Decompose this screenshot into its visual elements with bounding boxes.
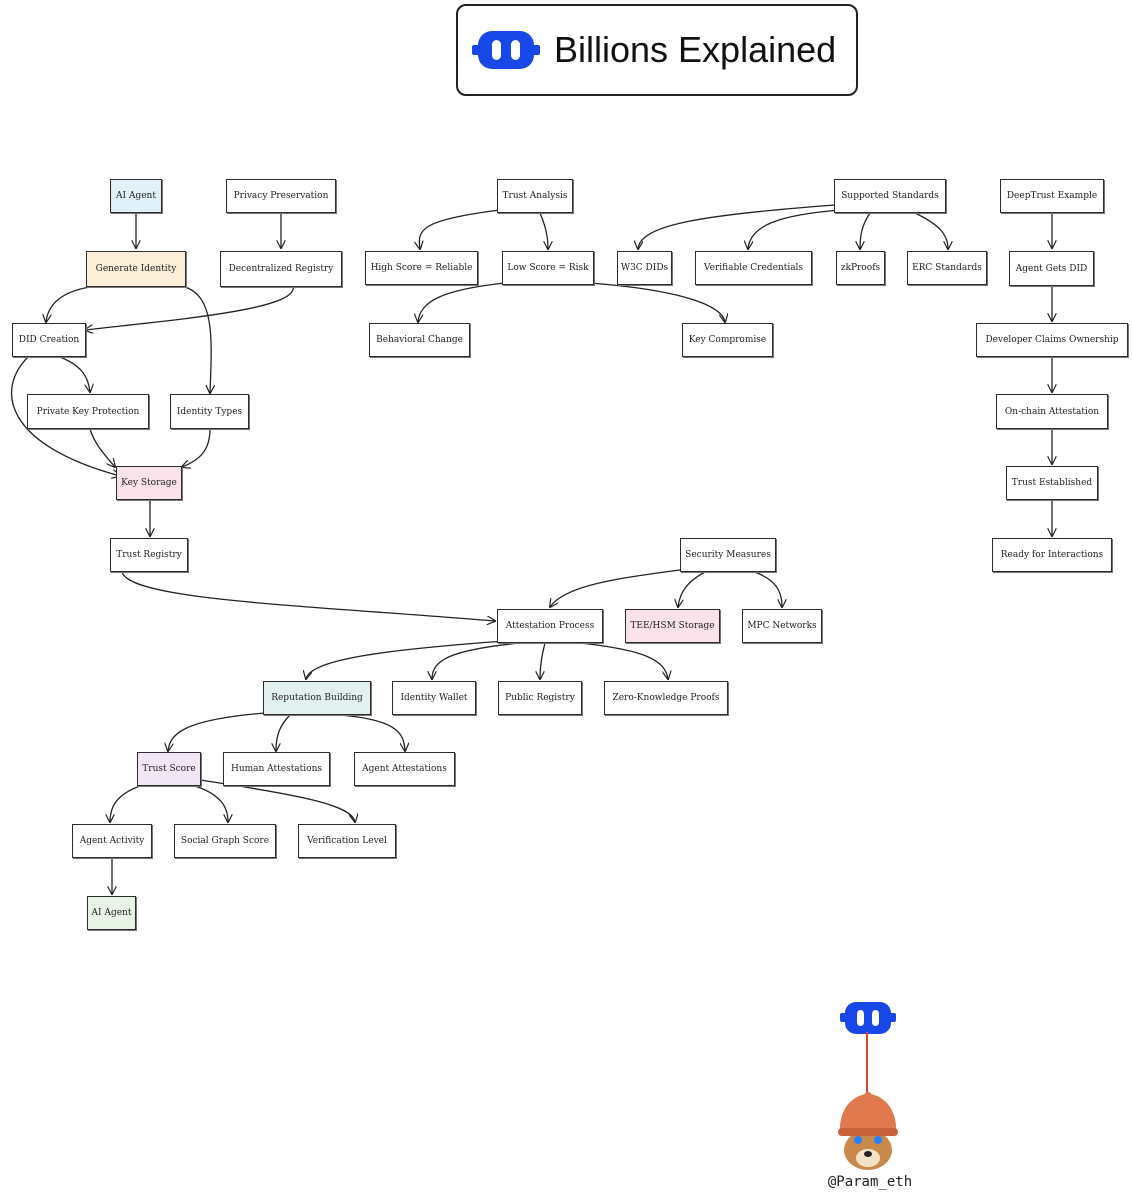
node-high-score: High Score = Reliable (365, 251, 478, 285)
node-human-attestations: Human Attestations (223, 752, 330, 786)
edge-generate-identity-identity-types (184, 286, 211, 393)
node-zero-knowledge-proofs: Zero-Knowledge Proofs (604, 681, 728, 715)
node-verifiable-credentials: Verifiable Credentials (695, 251, 812, 285)
dog-avatar-icon (838, 1092, 898, 1170)
node-identity-types: Identity Types (170, 394, 249, 429)
edge-trust-registry-attestation (121, 571, 495, 621)
edge-identity-types-key-storage (182, 428, 211, 467)
node-social-graph-score: Social Graph Score (174, 824, 276, 858)
edge-reputation-agent (339, 714, 405, 751)
node-verification-level: Verification Level (298, 824, 396, 858)
edge-reputation-trust-score (168, 712, 266, 751)
node-low-score: Low Score = Risk (502, 251, 594, 285)
node-security-measures: Security Measures (680, 538, 776, 572)
node-private-key-protection: Private Key Protection (27, 394, 149, 429)
node-deeptrust-example: DeepTrust Example (1000, 179, 1104, 213)
author-handle: @Param_eth (827, 1174, 913, 1190)
robot-logo-icon (472, 31, 540, 69)
node-tee-hsm-storage: TEE/HSM Storage (625, 609, 720, 643)
node-ai-agent: AI Agent (110, 179, 162, 213)
robot-logo-icon (840, 1002, 896, 1034)
edge-trust-score-activity (110, 785, 141, 822)
node-trust-score: Trust Score (137, 752, 201, 786)
edge-trust-analysis-high-score (419, 209, 501, 249)
edge-standards-w3c (638, 204, 836, 249)
edge-attestation-zkp (579, 642, 668, 679)
node-erc-standards: ERC Standards (907, 251, 987, 285)
edge-trust-score-verification (199, 779, 355, 822)
node-agent-activity: Agent Activity (72, 824, 152, 858)
node-ready-for-interactions: Ready for Interactions (992, 538, 1112, 572)
node-agent-gets-did: Agent Gets DID (1009, 251, 1094, 286)
edge-security-tee (678, 571, 706, 607)
node-mpc-networks: MPC Networks (742, 609, 822, 643)
edge-security-mpc (754, 571, 782, 607)
node-reputation-building: Reputation Building (263, 681, 371, 715)
edge-attestation-reputation (306, 640, 506, 679)
node-ai-agent-end: AI Agent (87, 896, 136, 930)
edge-did-creation-key-storage (10, 356, 120, 476)
node-trust-established: Trust Established (1006, 466, 1098, 500)
node-w3c-dids: W3C DIDs (617, 251, 672, 285)
edge-private-key-key-storage (89, 428, 115, 467)
node-onchain-attestation: On-chain Attestation (996, 394, 1108, 429)
edge-low-score-key-compromise (589, 282, 725, 322)
title-box: Billions Explained (456, 4, 858, 96)
edge-standards-zkproofs (860, 212, 871, 249)
node-trust-registry: Trust Registry (110, 538, 188, 572)
node-did-creation: DID Creation (12, 323, 86, 357)
edge-standards-vc (748, 209, 841, 249)
edge-generate-identity-did-creation (46, 286, 91, 322)
node-key-storage: Key Storage (116, 466, 182, 500)
node-key-compromise: Key Compromise (682, 323, 773, 357)
node-supported-standards: Supported Standards (834, 179, 946, 213)
node-zkproofs: zkProofs (836, 251, 885, 285)
edge-attestation-public-registry (540, 642, 546, 679)
edge-trust-analysis-low-score (539, 212, 548, 249)
edge-trust-score-social (194, 785, 228, 822)
edge-attestation-identity-wallet (432, 642, 521, 679)
node-behavioral-change: Behavioral Change (369, 323, 470, 357)
node-privacy-preservation: Privacy Preservation (226, 179, 336, 213)
edge-standards-erc (914, 212, 948, 249)
node-decentralized-registry: Decentralized Registry (220, 251, 342, 287)
node-public-registry: Public Registry (498, 681, 582, 715)
edge-did-creation-private-key (59, 356, 90, 392)
node-developer-claims: Developer Claims Ownership (976, 323, 1128, 357)
edge-reputation-human (276, 714, 291, 751)
edge-decentralized-registry-did-creation (85, 285, 294, 330)
edge-security-attestation (550, 569, 681, 607)
edge-low-score-behavioral (418, 282, 506, 322)
page-title: Billions Explained (554, 29, 837, 70)
connector-line (866, 1032, 868, 1102)
node-agent-attestations: Agent Attestations (354, 752, 455, 786)
node-attestation-process: Attestation Process (497, 609, 603, 643)
node-identity-wallet: Identity Wallet (392, 681, 476, 715)
node-generate-identity: Generate Identity (86, 251, 186, 287)
node-trust-analysis: Trust Analysis (497, 179, 573, 213)
